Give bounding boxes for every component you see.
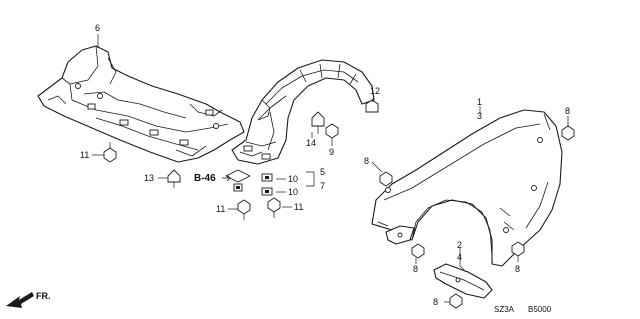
callout-9: 9: [329, 147, 334, 157]
callout-2: 2: [457, 240, 462, 250]
inner-fender-part: [231, 59, 375, 165]
bolt-11-left: [103, 142, 117, 163]
bolt-8-bottom-right: [511, 241, 525, 257]
leader-lines: [92, 34, 569, 303]
callout-3: 3: [477, 111, 482, 121]
callout-4: 4: [457, 252, 462, 262]
splash-bracket-part: [433, 263, 493, 299]
screw-9: [325, 123, 339, 139]
reference-arrow: [222, 174, 231, 182]
callout-11-center-left: 11: [216, 204, 225, 214]
front-fender-part: [371, 109, 563, 267]
diagram-code-right: B5000: [528, 305, 552, 314]
bolt-8-bottom: [449, 293, 463, 309]
bolt-8-bottom-left: [411, 243, 425, 259]
nut-10-upper: [261, 173, 273, 182]
callout-labels: 6 11 13 11 11 10 10 5 7 14 9 12 1 3 8 8 …: [80, 23, 570, 307]
front-direction-arrow: FR.: [6, 291, 51, 308]
clip-12: [365, 99, 379, 113]
bolt-11-center-left: [237, 199, 251, 220]
callout-10-lower: 10: [288, 187, 298, 197]
reference-label-b46: B-46: [194, 173, 216, 184]
b46-clip-group: [225, 169, 251, 192]
callout-7: 7: [320, 181, 325, 191]
callout-6: 6: [95, 23, 100, 33]
callout-10-upper: 10: [288, 174, 298, 184]
callout-5: 5: [320, 167, 325, 177]
callout-8-top-right: 8: [565, 106, 570, 116]
callout-1: 1: [477, 97, 482, 107]
callout-8-bottom-right: 8: [515, 264, 520, 274]
nut-10-lower: [261, 187, 273, 196]
callout-11-left: 11: [80, 150, 89, 160]
diagram-code-left: SZ3A: [494, 305, 515, 314]
clip-13: [167, 169, 181, 188]
front-direction-label: FR.: [36, 291, 51, 301]
callout-11-center-right: 11: [294, 202, 303, 212]
callout-8-bottom-left: 8: [413, 264, 418, 274]
bolt-8-top-right: [561, 125, 575, 141]
callout-12: 12: [370, 86, 380, 96]
fender-bracket-lower-left: [385, 225, 415, 245]
callout-13: 13: [144, 173, 154, 183]
bolt-8-left: [379, 171, 393, 187]
callout-8-left: 8: [364, 156, 369, 166]
under-cover-part: [37, 45, 245, 163]
callout-14: 14: [306, 138, 316, 148]
clip-14: [311, 111, 325, 134]
bolt-11-center-right: [267, 197, 281, 218]
callout-8-bottom: 8: [433, 297, 438, 307]
